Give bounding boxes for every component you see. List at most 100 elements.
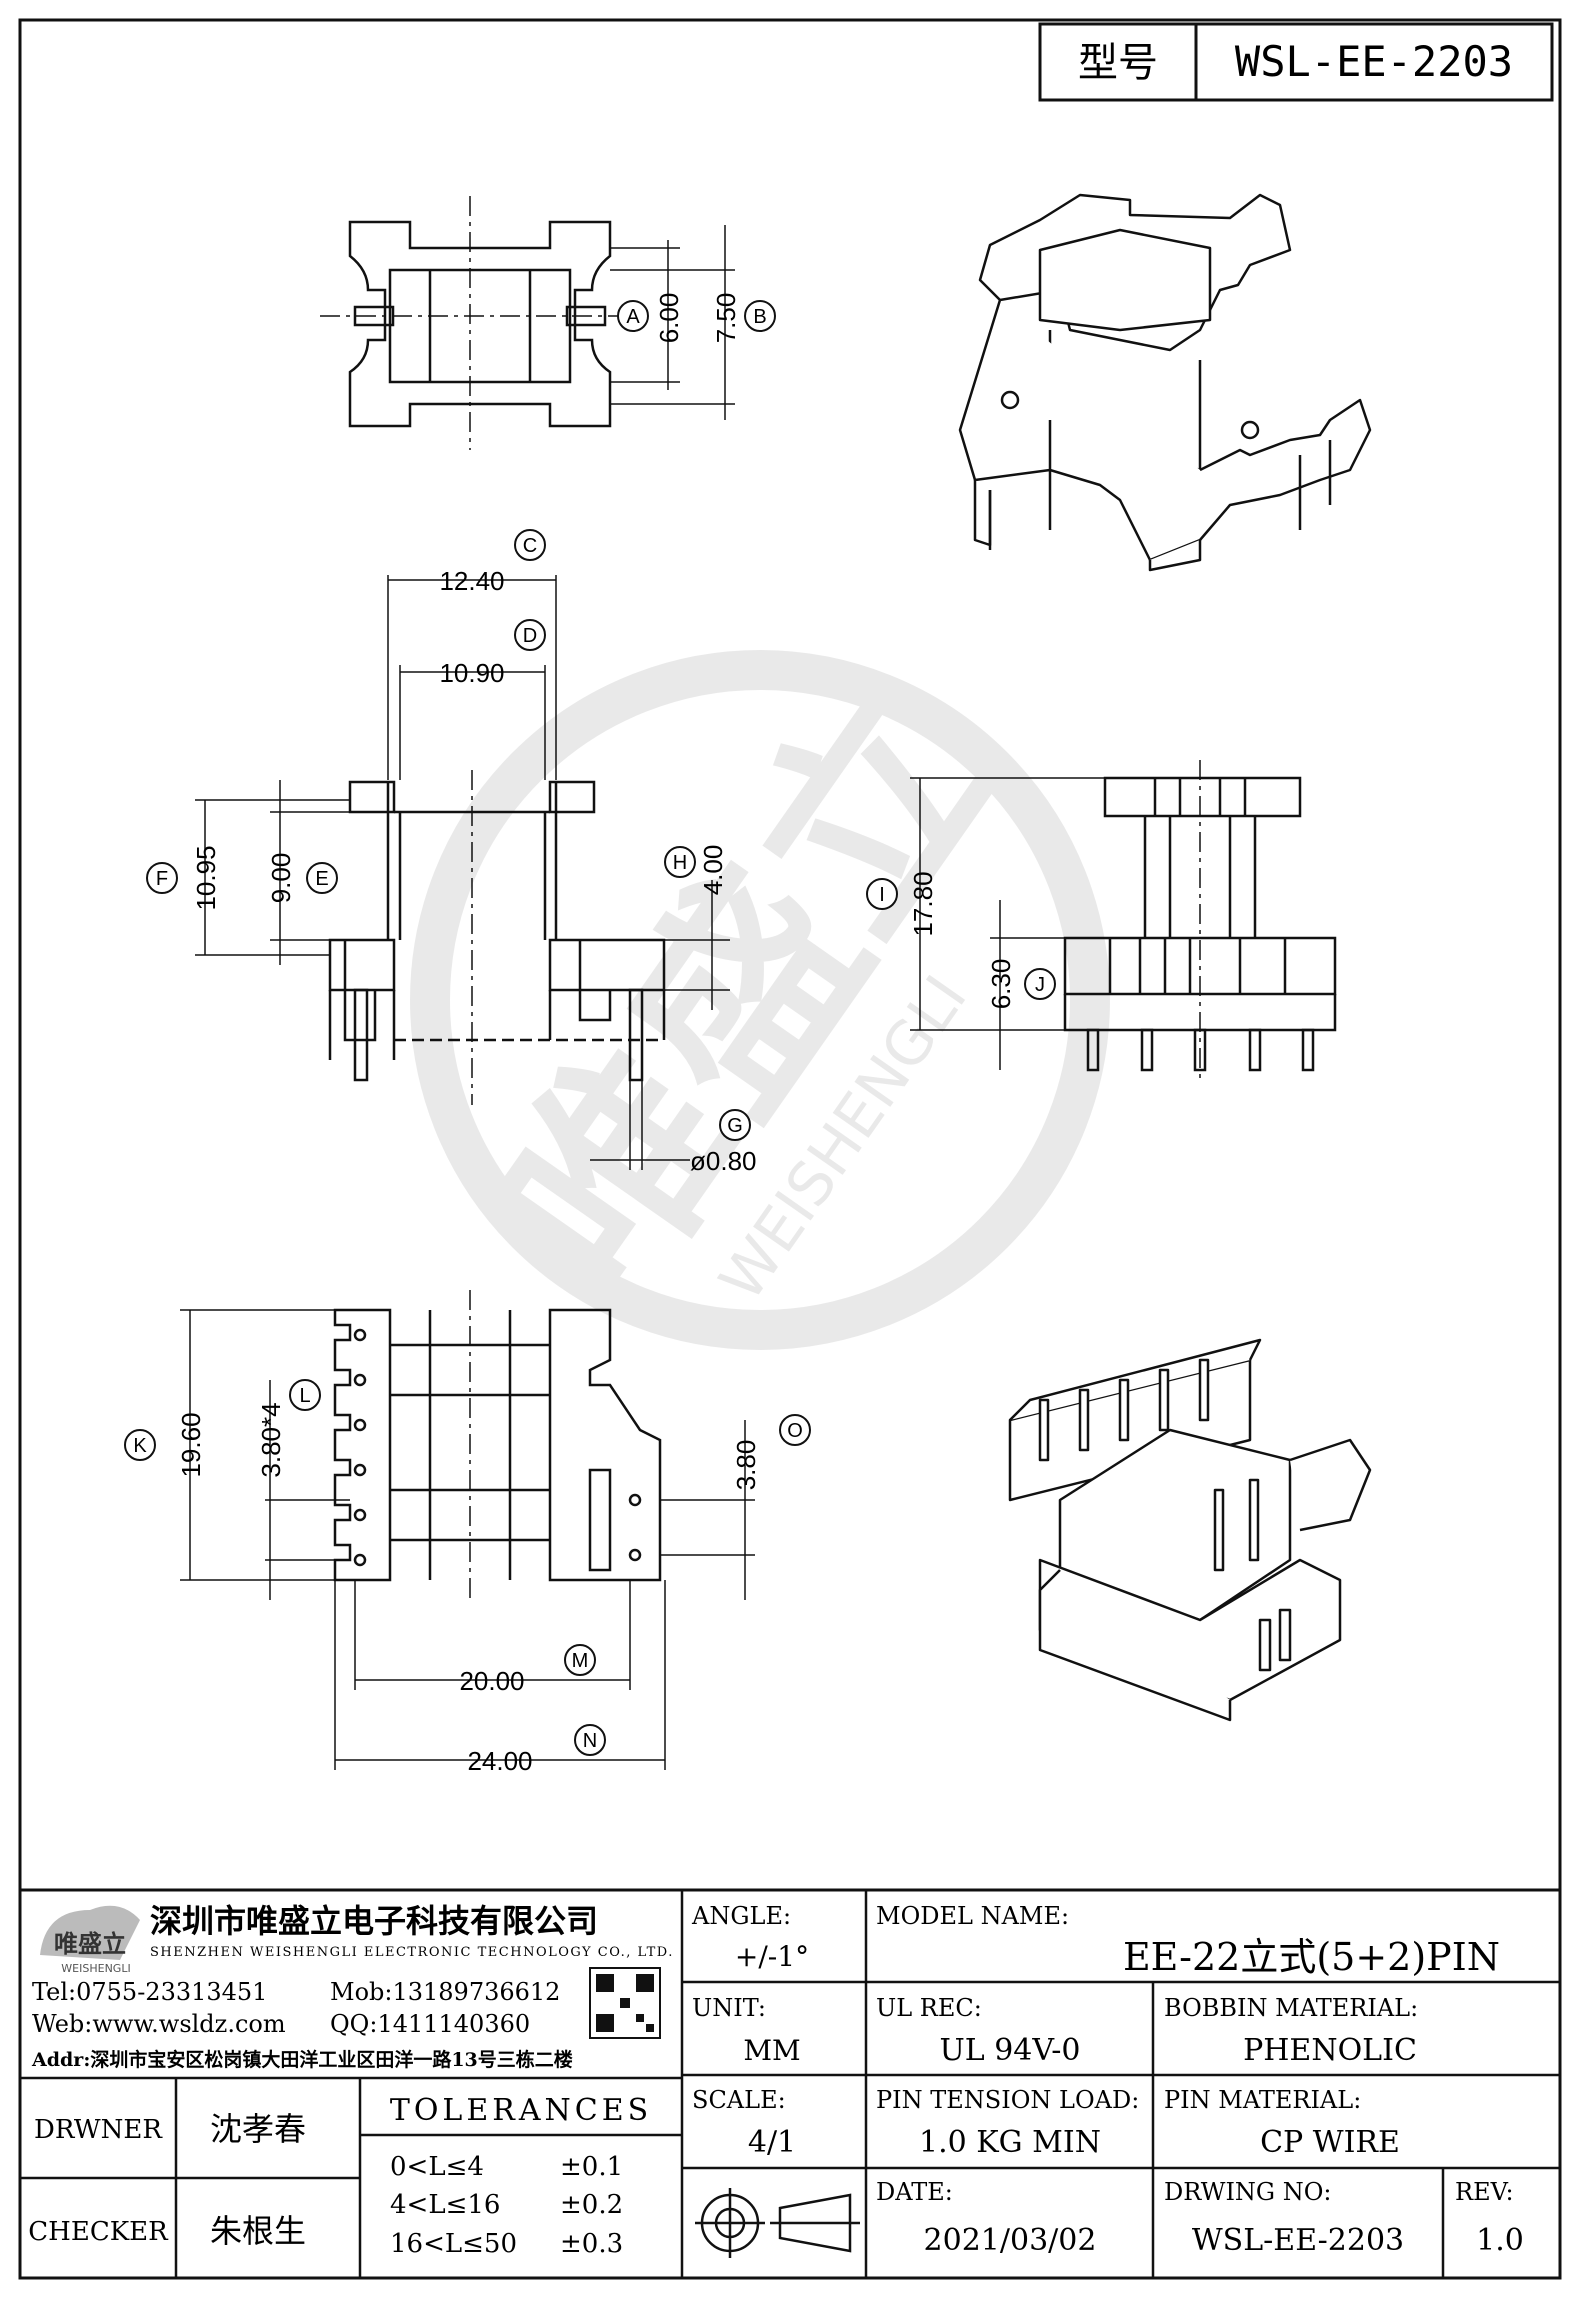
tag-circle-o xyxy=(779,1414,811,1446)
drawer-label: DRWNER xyxy=(34,2115,163,2145)
dim-bottom-n: 24.00 xyxy=(467,1746,532,1776)
tol-range-2: 4<L≤16 xyxy=(390,2190,500,2220)
ul-label: UL REC: xyxy=(876,1994,982,2022)
tag-circle-k xyxy=(124,1429,156,1461)
tag-letter-h: H xyxy=(673,852,687,874)
dim-front-h: 4.00 xyxy=(698,845,728,896)
side-view xyxy=(910,760,1337,1080)
tolerances-title: TOLERANCES xyxy=(390,2093,652,2128)
rev-label: REV: xyxy=(1455,2178,1514,2206)
tag-letter-j: J xyxy=(1035,974,1045,996)
dim-front-c: 12.40 xyxy=(439,566,504,596)
checker-value: 朱根生 xyxy=(210,2212,306,2250)
ul-value: UL 94V-0 xyxy=(939,2033,1080,2068)
tag-circle-a xyxy=(617,300,649,332)
dim-top-a: 6.00 xyxy=(654,293,684,344)
model-name-label: MODEL NAME: xyxy=(876,1902,1069,1930)
tag-circle-g xyxy=(719,1109,751,1141)
bobbin-value: PHENOLIC xyxy=(1243,2033,1417,2068)
tag-letter-l: L xyxy=(299,1385,310,1407)
tag-letter-f: F xyxy=(156,868,168,890)
pin-material-label: PIN MATERIAL: xyxy=(1164,2086,1361,2114)
tol-value-1: ±0.1 xyxy=(560,2152,623,2182)
company-tel: Tel:0755-23313451 xyxy=(32,1978,267,2006)
model-box-value: WSL-EE-2203 xyxy=(1235,37,1513,86)
date-value: 2021/03/02 xyxy=(924,2223,1097,2258)
front-view xyxy=(195,575,730,1170)
drawing-no-label: DRWING NO: xyxy=(1164,2178,1332,2206)
tag-letter-o: O xyxy=(787,1420,803,1442)
bobbin-label: BOBBIN MATERIAL: xyxy=(1164,1994,1418,2022)
tension-value: 1.0 KG MIN xyxy=(919,2125,1101,2160)
angle-label: ANGLE: xyxy=(691,1902,791,1930)
unit-value: MM xyxy=(743,2034,800,2067)
tag-circle-f xyxy=(146,862,178,894)
date-label: DATE: xyxy=(876,2178,953,2206)
company-qq: QQ:1411140360 xyxy=(330,2010,530,2038)
iso-view-bottom xyxy=(1008,1338,1372,1722)
tag-circle-i xyxy=(866,878,898,910)
tag-circle-e xyxy=(306,862,338,894)
company-logo: 唯盛立 WEISHENGLI xyxy=(40,1905,140,1975)
tol-range-1: 0<L≤4 xyxy=(390,2152,484,2182)
tag-letter-c: C xyxy=(523,535,537,557)
tag-circle-l xyxy=(289,1379,321,1411)
tag-letter-k: K xyxy=(133,1435,147,1457)
company-web: Web:www.wsldz.com xyxy=(32,2010,286,2038)
tag-letter-e: E xyxy=(315,868,328,890)
tag-circle-j xyxy=(1024,968,1056,1000)
tag-circle-b xyxy=(744,300,776,332)
tag-letter-a: A xyxy=(626,306,640,328)
dim-front-f: 10.95 xyxy=(191,845,221,910)
dim-bottom-m: 20.00 xyxy=(459,1666,524,1696)
tag-letter-m: M xyxy=(572,1650,589,1672)
logo-sub: WEISHENGLI xyxy=(61,1962,130,1975)
qr-code xyxy=(589,1967,661,2039)
tag-letter-g: G xyxy=(727,1115,743,1137)
dim-side-i: 17.80 xyxy=(908,871,938,936)
dim-side-j: 6.30 xyxy=(986,959,1016,1010)
title-block xyxy=(20,1888,1560,2278)
dim-front-e: 9.00 xyxy=(266,853,296,904)
company-name-en: SHENZHEN WEISHENGLI ELECTRONIC TECHNOLOG… xyxy=(150,1945,674,1960)
tag-circle-c xyxy=(514,529,546,561)
tag-letter-d: D xyxy=(523,625,537,647)
tension-label: PIN TENSION LOAD: xyxy=(876,2086,1139,2114)
company-name-cn: 深圳市唯盛立电子科技有限公司 xyxy=(150,1902,598,1940)
scale-value: 4/1 xyxy=(748,2125,796,2160)
dim-front-d: 10.90 xyxy=(439,658,504,688)
drawer-value: 沈孝春 xyxy=(210,2110,306,2148)
tol-value-2: ±0.2 xyxy=(560,2190,623,2220)
dim-bottom-l: 3.80*4 xyxy=(256,1402,286,1477)
checker-label: CHECKER xyxy=(28,2217,169,2247)
model-box: 型号 WSL-EE-2203 xyxy=(1038,22,1554,102)
dim-pin-g: ø0.80 xyxy=(690,1146,757,1176)
dimension-tags: A B C D E F G H I J K L M N O xyxy=(124,300,1056,1756)
tag-letter-b: B xyxy=(753,306,766,328)
tag-circle-h xyxy=(664,846,696,878)
angle-value: +/-1° xyxy=(735,1940,809,1973)
model-box-label: 型号 xyxy=(1078,40,1158,86)
logo-text: 唯盛立 xyxy=(54,1930,126,1958)
tol-range-3: 16<L≤50 xyxy=(390,2229,517,2259)
company-mob: Mob:13189736612 xyxy=(330,1978,560,2006)
model-name-value: EE-22立式(5+2)PIN xyxy=(1123,1935,1500,1979)
tol-value-3: ±0.3 xyxy=(560,2229,623,2259)
dim-bottom-o: 3.80 xyxy=(731,1440,761,1491)
iso-view-top xyxy=(958,193,1372,572)
tag-circle-d xyxy=(514,619,546,651)
drawing-no-value: WSL-EE-2203 xyxy=(1192,2223,1404,2258)
bottom-view xyxy=(180,1290,755,1770)
dim-bottom-k: 19.60 xyxy=(176,1412,206,1477)
scale-label: SCALE: xyxy=(692,2086,786,2114)
tag-circle-n xyxy=(574,1724,606,1756)
sheet-border xyxy=(18,18,1562,2280)
rev-value: 1.0 xyxy=(1476,2223,1524,2258)
dim-top-b: 7.50 xyxy=(711,293,741,344)
tag-letter-i: I xyxy=(879,884,885,906)
tag-letter-n: N xyxy=(583,1730,597,1752)
tag-circle-m xyxy=(564,1644,596,1676)
top-view xyxy=(320,196,735,450)
company-addr: Addr:深圳市宝安区松岗镇大田洋工业区田洋一路13号三栋二楼 xyxy=(31,2048,573,2071)
